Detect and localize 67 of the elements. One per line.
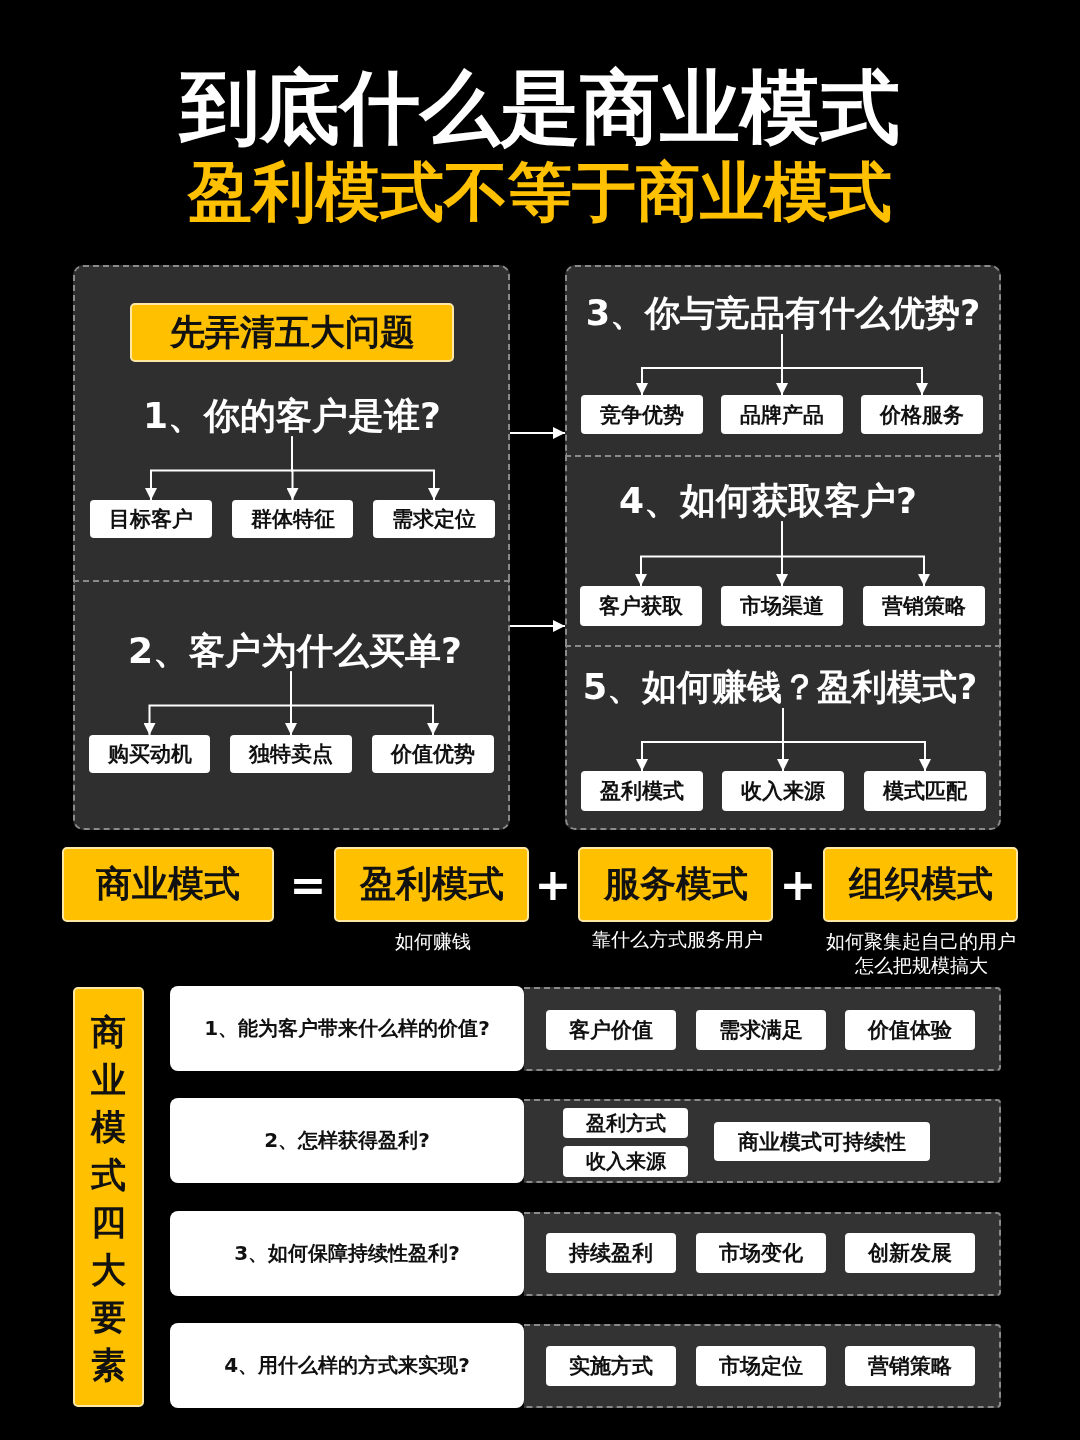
keyword-tag: 客户获取 — [580, 586, 702, 626]
caption-text: 靠什么方式服务用户 — [591, 927, 763, 951]
highlight-box: 盈利模式 — [334, 847, 529, 922]
highlight-box: 服务模式 — [578, 847, 773, 922]
caption-text: 如何赚钱 — [395, 929, 471, 953]
title: 到底什么是商业模式 — [180, 60, 900, 156]
question-heading: 5、如何赚钱？盈利模式? — [582, 666, 978, 708]
dashed-panel — [73, 265, 510, 580]
operator-sign: + — [779, 857, 817, 911]
arrow — [782, 707, 931, 772]
keyword-tag: 购买动机 — [89, 735, 210, 773]
keyword-tag: 价值优势 — [372, 735, 494, 773]
dashed-band — [524, 1212, 1001, 1296]
dashed-band — [524, 987, 1001, 1071]
dashed-band — [524, 1099, 1001, 1183]
keyword-tag: 创新发展 — [845, 1233, 975, 1273]
keyword-tag: 竞争优势 — [581, 395, 703, 434]
keyword-tag: 群体特征 — [232, 500, 353, 538]
keyword-tag: 需求满足 — [696, 1010, 826, 1050]
keyword-tag: 营销策略 — [863, 586, 985, 626]
operator-sign: + — [534, 857, 572, 911]
highlight-box: 先弄清五大问题 — [130, 303, 454, 362]
question-heading: 3、你与竞品有什么优势? — [585, 292, 981, 334]
keyword-tag: 需求定位 — [373, 500, 495, 538]
caption-text: 怎么把规模搞大 — [854, 953, 988, 977]
question-heading: 4、如何获取客户? — [619, 478, 917, 522]
highlight-box: 商业模式 — [62, 847, 274, 922]
arrow — [509, 620, 566, 632]
dashed-panel — [73, 580, 510, 830]
subtitle: 盈利模式不等于商业模式 — [188, 153, 892, 231]
dashed-panel — [565, 265, 1001, 455]
keyword-tag: 独特卖点 — [230, 735, 352, 773]
keyword-tag: 价值体验 — [845, 1010, 975, 1050]
keyword-tag: 持续盈利 — [546, 1233, 676, 1273]
keyword-tag: 市场渠道 — [721, 586, 843, 626]
arrow — [291, 435, 440, 501]
caption-text: 如何聚集起自己的用户 — [826, 929, 1016, 953]
dashed-panel — [565, 645, 1001, 830]
keyword-tag: 商业模式可持续性 — [714, 1122, 930, 1161]
question-box: 1、能为客户带来什么样的价值? — [170, 986, 524, 1071]
dashed-panel — [565, 455, 1001, 645]
question-box: 4、用什么样的方式来实现? — [170, 1323, 524, 1408]
operator-sign: = — [289, 857, 327, 911]
dashed-band — [524, 1324, 1001, 1408]
arrow — [290, 670, 439, 736]
keyword-tag: 客户价值 — [546, 1010, 676, 1050]
keyword-tag: 价格服务 — [861, 395, 983, 434]
keyword-tag: 市场变化 — [696, 1233, 826, 1273]
highlight-box: 组织模式 — [823, 847, 1018, 922]
keyword-tag: 品牌产品 — [721, 395, 843, 434]
keyword-tag: 模式匹配 — [864, 771, 986, 811]
arrow — [781, 333, 928, 396]
question-heading: 1、你的客户是谁? — [143, 393, 441, 437]
keyword-tag: 市场定位 — [696, 1346, 826, 1386]
keyword-tag: 收入来源 — [563, 1146, 688, 1177]
question-box: 2、怎样获得盈利? — [170, 1098, 524, 1183]
keyword-tag: 营销策略 — [845, 1346, 975, 1386]
keyword-tag: 实施方式 — [546, 1346, 676, 1386]
arrow — [509, 427, 566, 439]
keyword-tag: 收入来源 — [722, 771, 844, 811]
keyword-tag: 盈利模式 — [581, 771, 703, 811]
vertical-title-box: 商业模式四大要素 — [73, 987, 144, 1407]
arrow — [781, 520, 930, 587]
question-heading: 2、客户为什么买单? — [128, 628, 462, 672]
question-box: 3、如何保障持续性盈利? — [170, 1211, 524, 1296]
keyword-tag: 目标客户 — [90, 500, 212, 538]
keyword-tag: 盈利方式 — [563, 1108, 688, 1138]
